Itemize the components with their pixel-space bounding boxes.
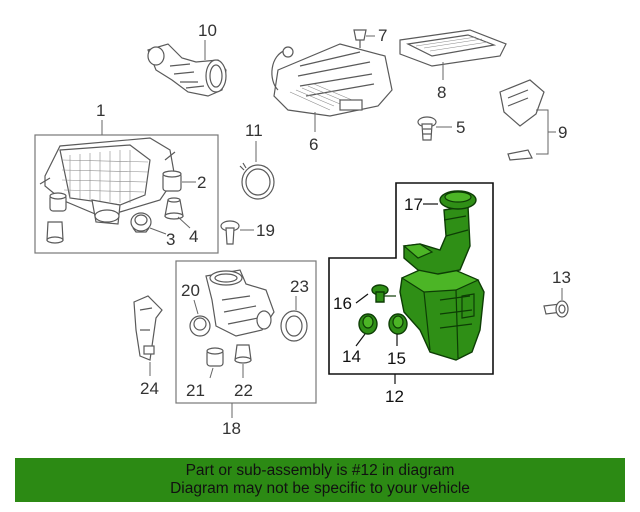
bracket-9[interactable] (499, 79, 545, 161)
leader-16 (355, 293, 369, 304)
notice-line-2: Diagram may not be specific to your vehi… (170, 480, 470, 497)
group-box-18 (175, 260, 317, 404)
air-cleaner-upper-cover-6[interactable] (271, 43, 393, 117)
callout-22[interactable]: 22 (234, 381, 253, 400)
callout-14[interactable]: 14 (342, 347, 361, 366)
resonator-chamber-12[interactable] (399, 267, 485, 361)
callout-5[interactable]: 5 (456, 118, 465, 137)
callout-2[interactable]: 2 (197, 173, 206, 192)
seal-17[interactable] (439, 190, 477, 210)
callout-12[interactable]: 12 (385, 387, 404, 406)
callout-1[interactable]: 1 (96, 101, 105, 120)
callout-8[interactable]: 8 (437, 83, 446, 102)
callout-7[interactable]: 7 (378, 26, 387, 45)
grommet-left-lower[interactable] (46, 221, 64, 244)
intake-duct-10[interactable] (147, 43, 227, 97)
leader-20 (193, 299, 199, 315)
callout-23[interactable]: 23 (290, 277, 309, 296)
callout-11[interactable]: 11 (245, 121, 263, 140)
leader-3 (149, 227, 167, 235)
bushing-22[interactable] (234, 344, 252, 364)
leader-4 (177, 216, 191, 229)
callout-20[interactable]: 20 (181, 281, 200, 300)
leader-21 (209, 367, 214, 379)
notice-line-1: Part or sub-assembly is #12 in diagram (185, 462, 455, 479)
callout-4[interactable]: 4 (189, 227, 198, 246)
air-cleaner-lower-housing[interactable] (39, 137, 176, 225)
grommet-21[interactable] (206, 347, 224, 367)
callout-16[interactable]: 16 (333, 294, 352, 313)
callout-10[interactable]: 10 (198, 21, 217, 40)
callout-17[interactable]: 17 (404, 195, 423, 214)
callout-24[interactable]: 24 (140, 379, 159, 398)
callout-21[interactable]: 21 (186, 381, 205, 400)
resonator-duct[interactable] (205, 269, 275, 337)
group-box-12 (328, 182, 494, 375)
grommet-20[interactable] (189, 315, 211, 337)
grommet-14[interactable] (358, 313, 378, 335)
bolt-5[interactable] (417, 116, 437, 141)
grommet-left-upper[interactable] (49, 192, 67, 212)
group-box-1 (34, 134, 219, 254)
screw-19[interactable] (220, 220, 240, 245)
leader-9 (536, 109, 556, 155)
bracket-24[interactable] (133, 295, 163, 361)
callout-19[interactable]: 19 (256, 221, 275, 240)
hose-clamp-23[interactable] (280, 310, 308, 342)
callout-9[interactable]: 9 (558, 123, 567, 142)
intake-snorkel-12[interactable] (402, 205, 471, 275)
leader-14 (355, 333, 366, 347)
callout-6[interactable]: 6 (309, 135, 318, 154)
hose-clamp-11[interactable] (239, 162, 275, 200)
callout-13[interactable]: 13 (552, 268, 571, 287)
bushing-4[interactable] (164, 197, 184, 220)
grommet-2[interactable] (162, 170, 182, 192)
screw-16[interactable] (371, 284, 396, 303)
air-filter-8[interactable] (399, 29, 507, 67)
callout-18[interactable]: 18 (222, 419, 241, 438)
grommet-15[interactable] (388, 313, 408, 335)
clip-7[interactable] (353, 29, 367, 48)
grommet-3[interactable] (130, 212, 152, 233)
bolt-13[interactable] (543, 300, 569, 318)
callout-15[interactable]: 15 (387, 349, 406, 368)
notice-banner: Part or sub-assembly is #12 in diagram D… (15, 458, 625, 502)
callout-3[interactable]: 3 (166, 230, 175, 249)
